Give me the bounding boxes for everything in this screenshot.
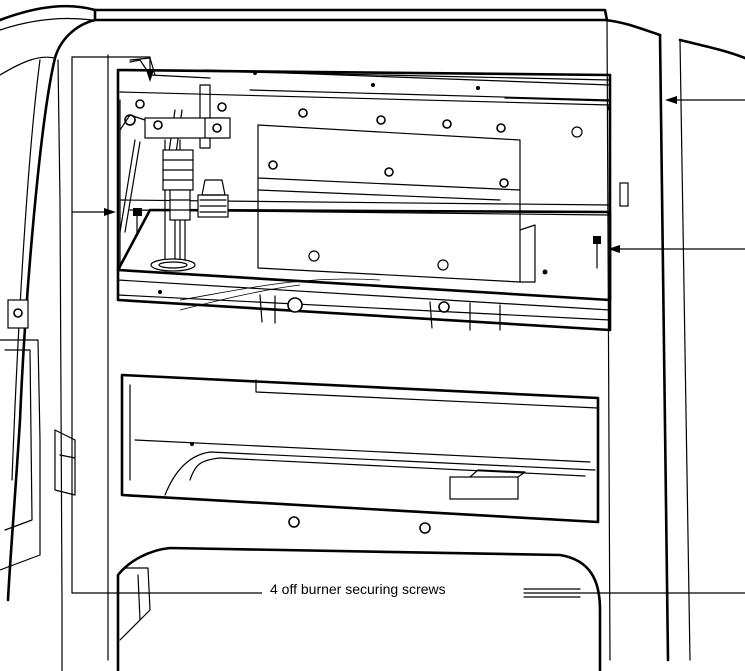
callout-label-burner-screws: 4 off burner securing screws bbox=[262, 578, 454, 600]
electrode-assembly bbox=[119, 59, 231, 272]
lower-panel bbox=[120, 373, 600, 534]
cabinet-body bbox=[53, 8, 745, 671]
callout-arrowheads bbox=[104, 70, 677, 253]
side-door-panel bbox=[0, 4, 97, 602]
burner-chamber bbox=[116, 57, 629, 332]
